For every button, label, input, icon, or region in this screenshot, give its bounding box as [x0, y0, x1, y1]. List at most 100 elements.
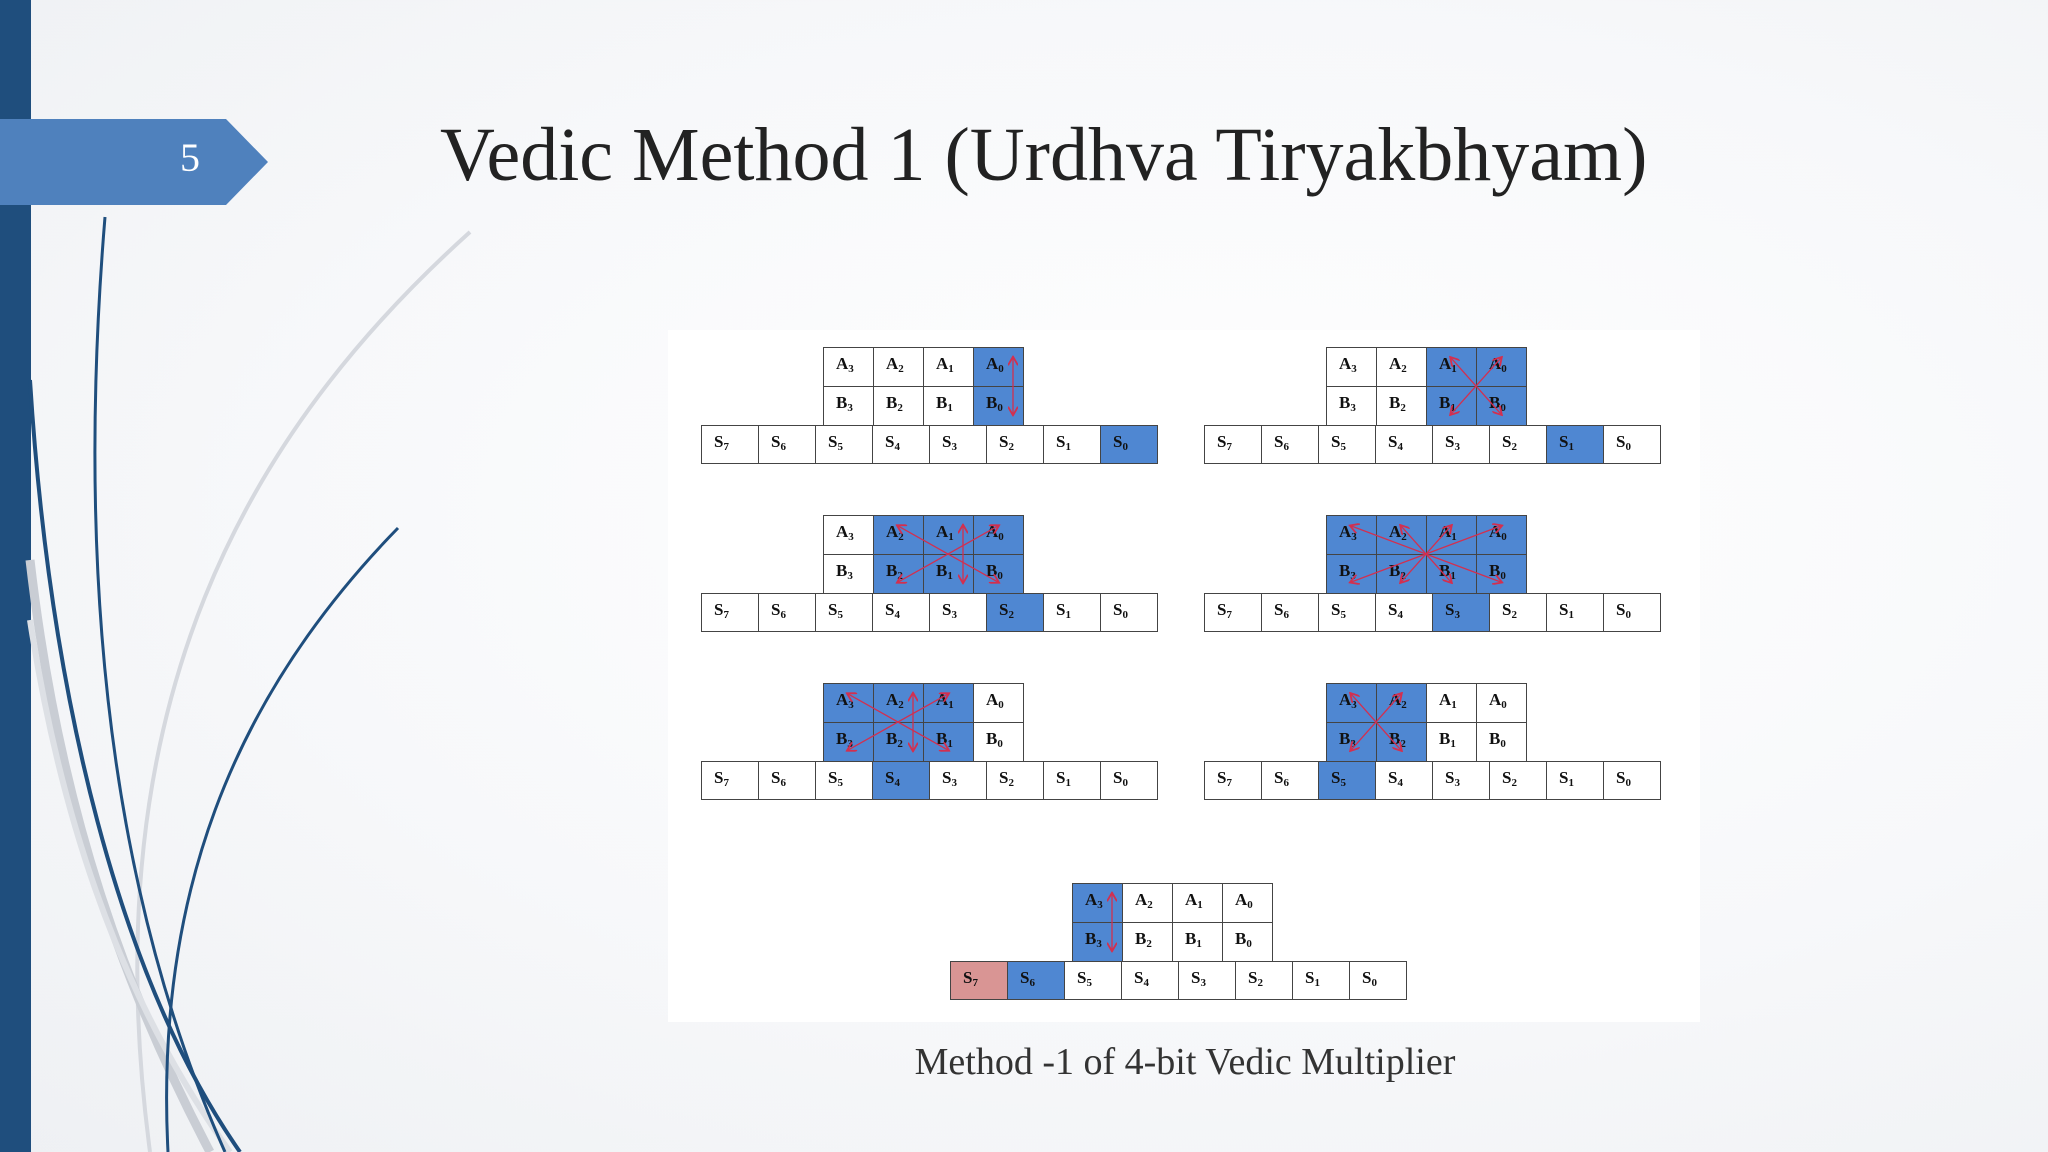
cell-b3: B3 [823, 722, 874, 762]
cell-s6: S6 [1261, 425, 1319, 464]
cell-b1: B1 [923, 722, 974, 762]
cell-b2: B2 [1376, 554, 1427, 594]
cell-s7: S7 [1204, 425, 1262, 464]
cell-b3: B3 [1326, 722, 1377, 762]
cell-s6: S6 [758, 425, 816, 464]
cell-a1: A1 [923, 347, 974, 387]
cell-s5: S5 [1064, 961, 1122, 1000]
cell-a3: A3 [1326, 515, 1377, 555]
cell-s0: S0 [1349, 961, 1407, 1000]
cell-b0: B0 [1222, 922, 1273, 962]
cell-b1: B1 [1426, 386, 1477, 426]
cell-b3: B3 [823, 554, 874, 594]
cell-s6: S6 [1261, 761, 1319, 800]
cell-s4: S4 [872, 761, 930, 800]
cell-a2: A2 [1376, 347, 1427, 387]
cell-s0: S0 [1100, 425, 1158, 464]
cell-a0: A0 [1476, 347, 1527, 387]
cell-a1: A1 [923, 515, 974, 555]
cell-a2: A2 [1376, 683, 1427, 723]
cell-b3: B3 [1072, 922, 1123, 962]
cell-a0: A0 [1476, 683, 1527, 723]
cell-s7: S7 [1204, 761, 1262, 800]
cell-s6: S6 [758, 761, 816, 800]
cell-s3: S3 [929, 593, 987, 632]
cell-s1: S1 [1546, 593, 1604, 632]
cell-s6: S6 [1261, 593, 1319, 632]
cell-s6: S6 [1007, 961, 1065, 1000]
cell-s7: S7 [701, 425, 759, 464]
cell-a3: A3 [1326, 683, 1377, 723]
cell-s2: S2 [1489, 593, 1547, 632]
slide-title: Vedic Method 1 (Urdhva Tiryakbhyam) [440, 113, 1648, 197]
cell-b3: B3 [1326, 386, 1377, 426]
cell-b1: B1 [1426, 554, 1477, 594]
cell-s5: S5 [815, 425, 873, 464]
cell-b2: B2 [873, 722, 924, 762]
cell-a3: A3 [1326, 347, 1377, 387]
cell-a3: A3 [823, 347, 874, 387]
cell-s1: S1 [1043, 761, 1101, 800]
cell-a2: A2 [873, 683, 924, 723]
cell-s5: S5 [815, 761, 873, 800]
cell-a2: A2 [873, 347, 924, 387]
cell-s1: S1 [1546, 425, 1604, 464]
cell-s0: S0 [1100, 761, 1158, 800]
slide-number-tab [0, 119, 268, 205]
cell-b2: B2 [1376, 386, 1427, 426]
figure-caption: Method -1 of 4-bit Vedic Multiplier [914, 1041, 1456, 1083]
cell-a0: A0 [1222, 883, 1273, 923]
cell-a1: A1 [1172, 883, 1223, 923]
cell-s0: S0 [1603, 593, 1661, 632]
cell-s2: S2 [1489, 425, 1547, 464]
cell-b2: B2 [873, 554, 924, 594]
cell-s3: S3 [929, 425, 987, 464]
cell-b0: B0 [973, 386, 1024, 426]
cell-b0: B0 [973, 554, 1024, 594]
cell-s4: S4 [1375, 761, 1433, 800]
cell-s4: S4 [872, 593, 930, 632]
cell-s3: S3 [1432, 425, 1490, 464]
cell-b0: B0 [973, 722, 1024, 762]
cell-b3: B3 [1326, 554, 1377, 594]
cell-a3: A3 [823, 515, 874, 555]
cell-s3: S3 [1432, 761, 1490, 800]
cell-s4: S4 [1121, 961, 1179, 1000]
cell-s0: S0 [1603, 425, 1661, 464]
cell-a3: A3 [823, 683, 874, 723]
decorative-swoosh [25, 216, 472, 1152]
cell-s5: S5 [815, 593, 873, 632]
cell-a0: A0 [973, 683, 1024, 723]
cell-a1: A1 [1426, 347, 1477, 387]
cell-b2: B2 [1376, 722, 1427, 762]
cell-s4: S4 [872, 425, 930, 464]
cell-b1: B1 [1426, 722, 1477, 762]
cell-b1: B1 [1172, 922, 1223, 962]
cell-s5: S5 [1318, 761, 1376, 800]
cell-b2: B2 [1122, 922, 1173, 962]
cell-a3: A3 [1072, 883, 1123, 923]
cell-s0: S0 [1100, 593, 1158, 632]
cell-s1: S1 [1043, 425, 1101, 464]
cell-s1: S1 [1043, 593, 1101, 632]
cell-s7: S7 [701, 761, 759, 800]
slide-number: 5 [180, 135, 200, 180]
cell-a2: A2 [1122, 883, 1173, 923]
cell-s7: S7 [701, 593, 759, 632]
cell-b3: B3 [823, 386, 874, 426]
cell-s1: S1 [1546, 761, 1604, 800]
cell-b0: B0 [1476, 386, 1527, 426]
cell-s2: S2 [986, 593, 1044, 632]
cell-a2: A2 [873, 515, 924, 555]
cell-b1: B1 [923, 554, 974, 594]
cell-b1: B1 [923, 386, 974, 426]
cell-s5: S5 [1318, 425, 1376, 464]
cell-s6: S6 [758, 593, 816, 632]
cell-s7: S7 [1204, 593, 1262, 632]
